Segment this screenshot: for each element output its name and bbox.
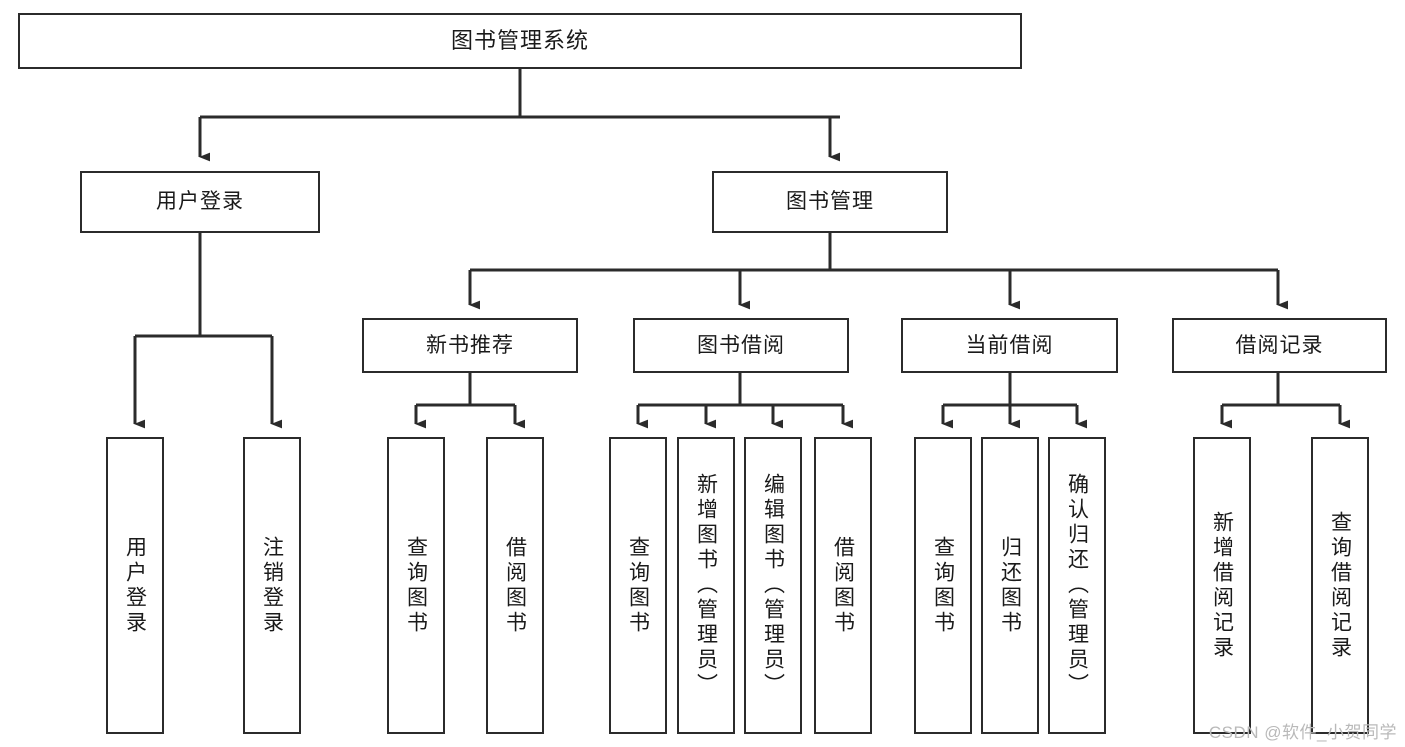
leaf-add-book[interactable]: 新增图书（管理员） — [677, 437, 735, 734]
node-root-system-label: 图书管理系统 — [450, 27, 589, 53]
leaf-logout-label: 注销登录 — [260, 535, 284, 636]
node-user-login-label: 用户登录 — [156, 190, 244, 214]
leaf-confirm-return[interactable]: 确认归还（管理员） — [1048, 437, 1106, 734]
leaf-add-record[interactable]: 新增借阅记录 — [1193, 437, 1251, 734]
leaf-confirm-return-label: 确认归还（管理员） — [1065, 473, 1089, 698]
leaf-borrow-book-2[interactable]: 借阅图书 — [814, 437, 872, 734]
node-new-book-recommend-label: 新书推荐 — [426, 333, 514, 357]
leaf-query-book-2-label: 查询图书 — [626, 535, 650, 636]
leaf-return-book-label: 归还图书 — [998, 535, 1022, 636]
leaf-query-record[interactable]: 查询借阅记录 — [1311, 437, 1369, 734]
leaf-edit-book[interactable]: 编辑图书（管理员） — [744, 437, 802, 734]
node-user-login[interactable]: 用户登录 — [80, 171, 320, 233]
leaf-query-book-1[interactable]: 查询图书 — [387, 437, 445, 734]
leaf-query-book-1-label: 查询图书 — [404, 535, 428, 636]
leaf-query-book-2[interactable]: 查询图书 — [609, 437, 667, 734]
node-book-manage[interactable]: 图书管理 — [712, 171, 948, 233]
node-book-manage-label: 图书管理 — [786, 190, 874, 214]
leaf-add-book-label: 新增图书（管理员） — [694, 473, 718, 698]
node-borrow-record[interactable]: 借阅记录 — [1172, 318, 1387, 373]
leaf-user-login-label: 用户登录 — [123, 535, 147, 636]
leaf-query-book-3[interactable]: 查询图书 — [914, 437, 972, 734]
leaf-edit-book-label: 编辑图书（管理员） — [761, 473, 785, 698]
csdn-watermark: CSDN @软件_小贺同学 — [1208, 723, 1397, 742]
node-root-system[interactable]: 图书管理系统 — [18, 13, 1022, 69]
node-borrow-record-label: 借阅记录 — [1235, 333, 1324, 357]
node-current-borrow-label: 当前借阅 — [965, 333, 1054, 357]
leaf-borrow-book-1[interactable]: 借阅图书 — [486, 437, 544, 734]
node-new-book-recommend[interactable]: 新书推荐 — [362, 318, 578, 373]
leaf-borrow-book-1-label: 借阅图书 — [503, 535, 527, 636]
leaf-return-book[interactable]: 归还图书 — [981, 437, 1039, 734]
leaf-borrow-book-2-label: 借阅图书 — [831, 535, 855, 636]
leaf-user-login[interactable]: 用户登录 — [106, 437, 164, 734]
leaf-add-record-label: 新增借阅记录 — [1210, 510, 1234, 661]
leaf-logout[interactable]: 注销登录 — [243, 437, 301, 734]
node-book-borrow-label: 图书借阅 — [697, 333, 785, 357]
leaf-query-book-3-label: 查询图书 — [931, 535, 955, 636]
node-book-borrow[interactable]: 图书借阅 — [633, 318, 849, 373]
node-current-borrow[interactable]: 当前借阅 — [901, 318, 1118, 373]
leaf-query-record-label: 查询借阅记录 — [1328, 510, 1352, 661]
